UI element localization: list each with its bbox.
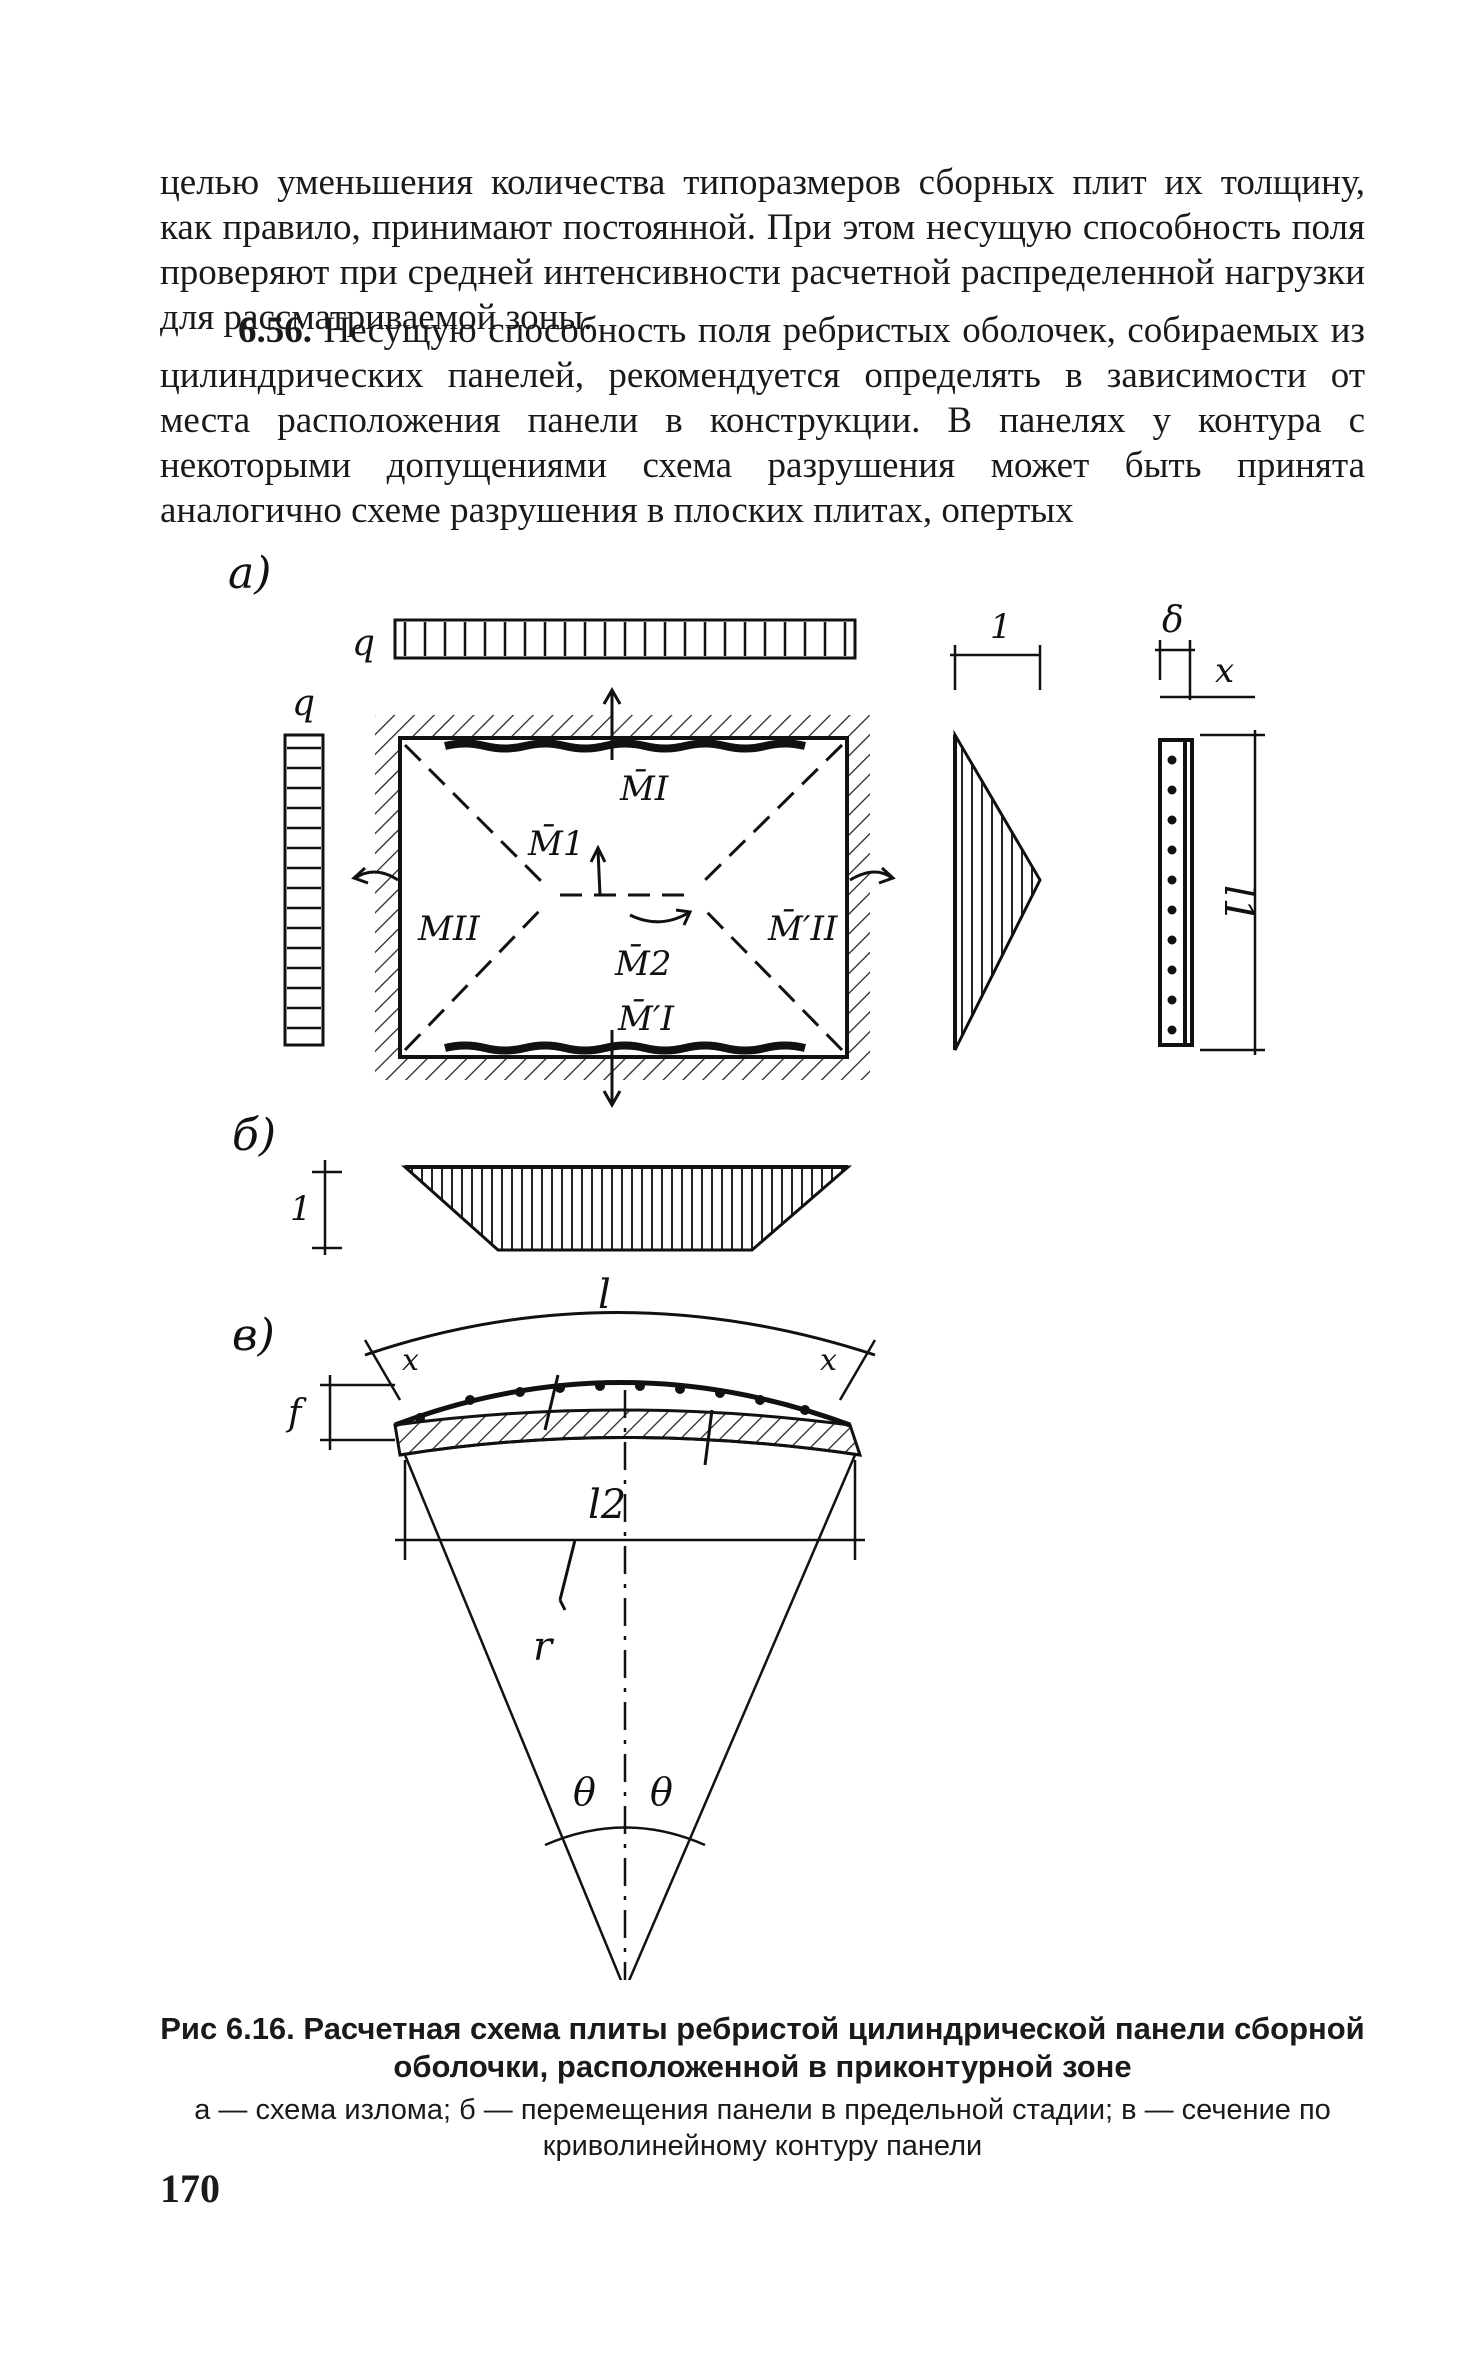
continuation-text: целью уменьшения количества типоразмеров… [160,162,1365,338]
moment-label-MI-top: M̄I [619,768,669,809]
continuation-paragraph: целью уменьшения количества типоразмеров… [160,160,1365,340]
dimension-label-x-right: x [820,1343,837,1378]
load-label-q-top: q [352,623,375,664]
displacement-triangle [950,645,1042,1051]
moment-label-M1: M̄1 [527,823,584,864]
figure-6-16: а) q [228,548,1265,1980]
moment-label-M2: M̄2 [614,943,671,984]
figure-number: Рис 6.16. [160,2011,295,2046]
section-number: 6.56. [238,310,312,351]
dimension-label-l1: l1 [1215,885,1261,923]
dimension-label-delta: δ [1162,600,1184,641]
dimension-label-r: r [533,1624,555,1670]
dimension-label-l: l [598,1272,611,1318]
dimension-label-1-b: 1 [290,1189,312,1229]
dimension-label-f: f [285,1393,307,1434]
top-load-diagram [393,618,857,660]
slab-plan [351,686,896,1109]
moment-label-MII-left: MII [417,909,480,949]
dimension-label-l2: l2 [588,1482,626,1528]
panel-label-b: б) [232,1110,276,1161]
panel-label-v: в) [232,1310,275,1361]
page-number: 170 [160,2166,220,2211]
moment-label-MII-right: M̄′II [767,908,838,949]
moment-label-MI-bottom: M̄′I [617,998,675,1039]
dimension-label-x-section: x [1215,651,1234,691]
dimension-label-theta-left: θ [573,1770,596,1814]
section-paragraph: 6.56. Несущую способность поля ребристых… [160,308,1365,533]
curved-section [320,1311,877,1560]
radial-construction [403,1390,857,1980]
figure-title: Расчетная схема плиты ребристой цилиндри… [303,2011,1365,2084]
figure-caption-notes: а — схема излома; б — перемещения панели… [194,2094,1331,2162]
dimension-label-1-right: 1 [990,607,1012,647]
panel-displacement-trapezoid [312,1160,853,1255]
figure-caption-title: Рис 6.16. Расчетная схема плиты ребристо… [160,2010,1365,2086]
section-text: Несущую способность поля ребристых оболо… [160,310,1365,531]
panel-label-a: а) [228,548,271,599]
dimension-label-theta-right: θ [650,1770,673,1814]
rib-section [1155,640,1265,1055]
load-label-q-left: q [292,683,315,724]
left-load-diagram [283,733,325,1047]
dimension-label-x-left: x [402,1343,419,1378]
